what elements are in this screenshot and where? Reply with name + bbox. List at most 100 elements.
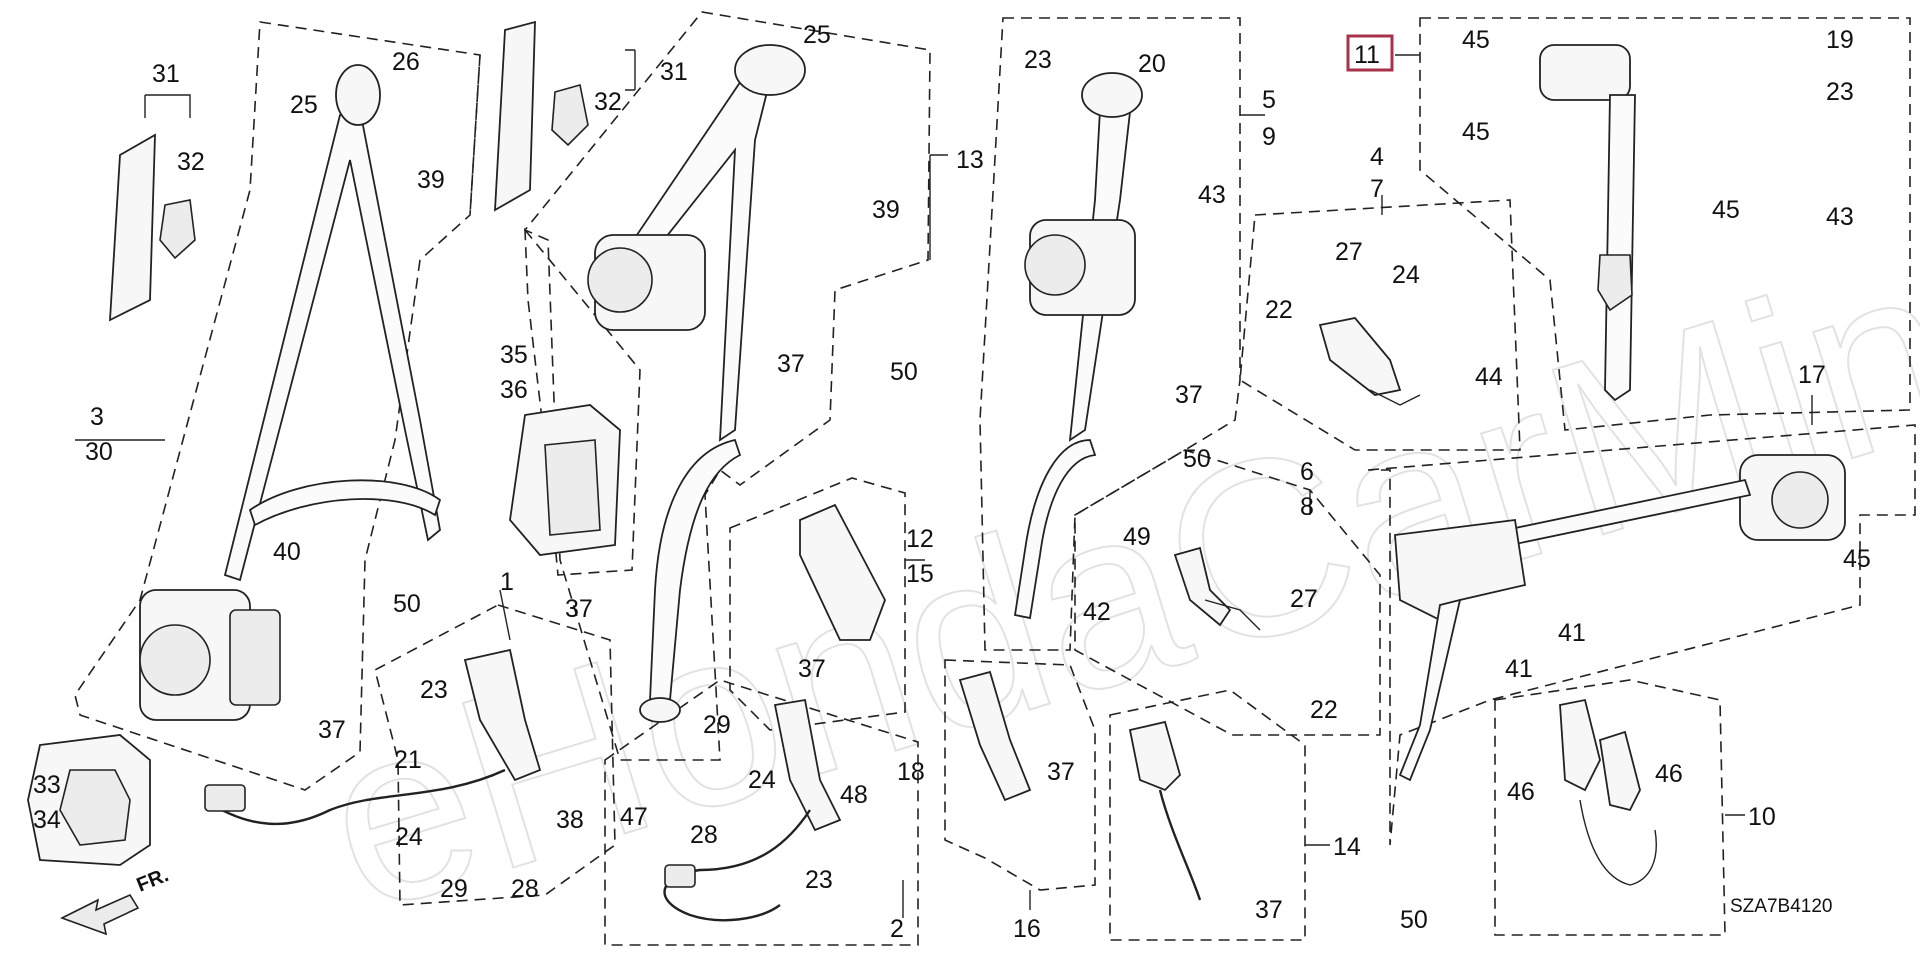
callout-46: 46 [1655,760,1683,788]
outline-group-16 [944,659,1096,891]
callout-20: 20 [1138,50,1166,78]
outline-group-3 [74,21,481,791]
callout-10: 10 [1748,803,1776,831]
buckle-1 [463,648,542,782]
bracket-6 [1204,599,1261,631]
anchor-passenger-lower [639,697,681,723]
callout-50: 50 [890,358,918,386]
callout-47: 47 [620,803,648,831]
callout-labels: 31 32 31 32 25 26 39 25 39 13 23 20 5 9 … [33,21,1871,943]
leader-1 [499,589,511,641]
retractor-driver-drum [139,624,211,696]
callout-6: 6 [1300,458,1314,486]
callout-5: 5 [1262,86,1276,114]
retractor-rear-outer-drum [1024,234,1086,296]
bracket-driver [229,609,281,706]
cover-33-inner [59,769,131,846]
callout-41: 41 [1558,619,1586,647]
callout-48: 48 [840,781,868,809]
callout-37: 37 [1255,896,1283,924]
outline-group-10 [1494,679,1726,936]
callout-45: 45 [1462,118,1490,146]
callout-24: 24 [1392,261,1420,289]
callout-50: 50 [1400,906,1428,934]
callout-37: 37 [1047,758,1075,786]
callout-22: 22 [1310,696,1338,724]
outline-group-11 [1419,17,1911,431]
callout-35: 35 [500,341,528,369]
leader-lines [75,49,1813,918]
callout-31: 31 [660,58,688,86]
retractor-17-drum [1771,471,1829,529]
callout-44: 44 [1475,363,1503,391]
callout-50: 50 [393,590,421,618]
leader-13 [929,154,948,260]
outline-group-12 [729,477,906,731]
cover-35-inner [544,439,601,536]
callout-50: 50 [1183,445,1211,473]
belt-driver-webbing [223,108,441,582]
latch-11 [1597,254,1633,312]
callout-46: 46 [1507,778,1535,806]
callout-33: 33 [33,771,61,799]
callout-19: 19 [1826,26,1854,54]
callout-24: 24 [395,823,423,851]
arrow-fr-icon [59,893,140,936]
callout-45: 45 [1843,545,1871,573]
callout-25: 25 [803,21,831,49]
outline-group-6 [1074,449,1381,736]
part-drawings [27,20,1846,922]
callout-13: 13 [956,146,984,174]
front-direction-indicator: FR. [59,864,172,936]
callout-23: 23 [1024,46,1052,74]
direction-label: FR. [134,864,172,896]
callout-11: 11 [1354,41,1380,69]
callout-17: 17 [1798,361,1826,389]
belt-17-lower [1398,598,1462,782]
buckle-2-connector [664,864,696,888]
anchor-rear-outer-upper [1081,72,1143,118]
outline-group-1 [374,604,616,906]
belt-rear-outer-lap [1013,439,1097,620]
outline-group-4 [1239,199,1521,451]
callout-37: 37 [777,350,805,378]
buckle-10-base [1579,799,1657,886]
callout-12: 12 [906,525,934,553]
callout-32: 32 [177,148,205,176]
callout-1: 1 [500,568,514,596]
callout-7: 7 [1370,175,1384,203]
callout-16: 16 [1013,915,1041,943]
callout-45: 45 [1712,196,1740,224]
buckle-1-connector [204,784,246,812]
callout-22: 22 [1265,296,1293,324]
buckle-1-wire [204,768,506,826]
belt-11-webbing [1604,94,1636,402]
anchor-passenger-upper [734,44,806,96]
bracket-4 [1369,389,1421,406]
callout-39: 39 [872,196,900,224]
leader-31a [144,94,191,118]
clip-32-left [159,199,196,260]
clip-32-top [551,83,589,147]
callout-25: 25 [290,91,318,119]
buckle-4 [1318,317,1402,396]
buckle-6 [1173,546,1232,627]
anchor-driver-upper [335,64,381,126]
callout-37: 37 [565,595,593,623]
callout-26: 26 [392,48,420,76]
callout-38: 38 [556,806,584,834]
callout-37: 37 [318,716,346,744]
retractor-passenger-drum [587,247,653,313]
pillar-trim-left [109,133,156,322]
callout-8: 8 [1300,493,1314,521]
callout-29: 29 [703,711,731,739]
callout-2: 2 [890,915,904,943]
outline-group-14 [1109,689,1306,941]
callout-43: 43 [1826,203,1854,231]
callout-24: 24 [748,766,776,794]
callout-29: 29 [440,875,468,903]
callout-27: 27 [1335,238,1363,266]
callout-32: 32 [594,88,622,116]
buckle-16 [958,670,1032,802]
